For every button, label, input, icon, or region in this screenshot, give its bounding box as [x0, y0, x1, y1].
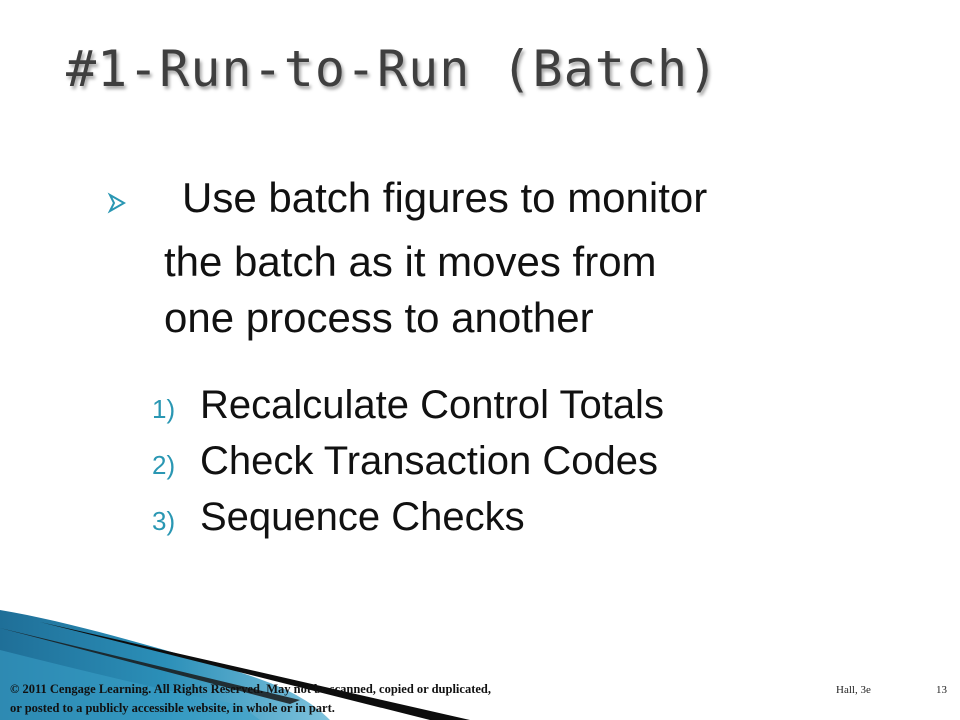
copyright-notice: © 2011 Cengage Learning. All Rights Rese…	[10, 680, 491, 718]
step-text: Recalculate Control Totals	[200, 383, 664, 427]
step-text: Check Transaction Codes	[200, 439, 659, 483]
author-label: Hall, 3e	[836, 684, 871, 696]
step-number: 3)	[152, 506, 176, 536]
bullet-line-2: the batch as it moves from	[164, 238, 657, 285]
list-item: 2) Check Transaction Codes	[152, 439, 664, 495]
page-number: 13	[936, 684, 947, 696]
bullet-line-3: one process to another	[164, 294, 594, 341]
step-number: 1)	[152, 394, 176, 424]
copyright-line-2: or posted to a publicly accessible websi…	[10, 701, 335, 715]
copyright-line-1: © 2011 Cengage Learning. All Rights Rese…	[10, 682, 491, 696]
list-item: 3) Sequence Checks	[152, 495, 664, 551]
step-number: 2)	[152, 450, 176, 480]
bullet-line-1: Use batch figures to monitor	[182, 174, 708, 221]
arrow-bullet-icon	[107, 192, 127, 214]
list-item: 1) Recalculate Control Totals	[152, 383, 664, 439]
footer-wave-decoration	[0, 610, 470, 720]
steps-list: 1) Recalculate Control Totals 2) Check T…	[152, 383, 664, 551]
slide-title: #1-Run-to-Run (Batch)	[66, 40, 720, 98]
step-text: Sequence Checks	[200, 495, 525, 539]
bullet-text: Use batch figures to monitor the batch a…	[164, 170, 924, 346]
